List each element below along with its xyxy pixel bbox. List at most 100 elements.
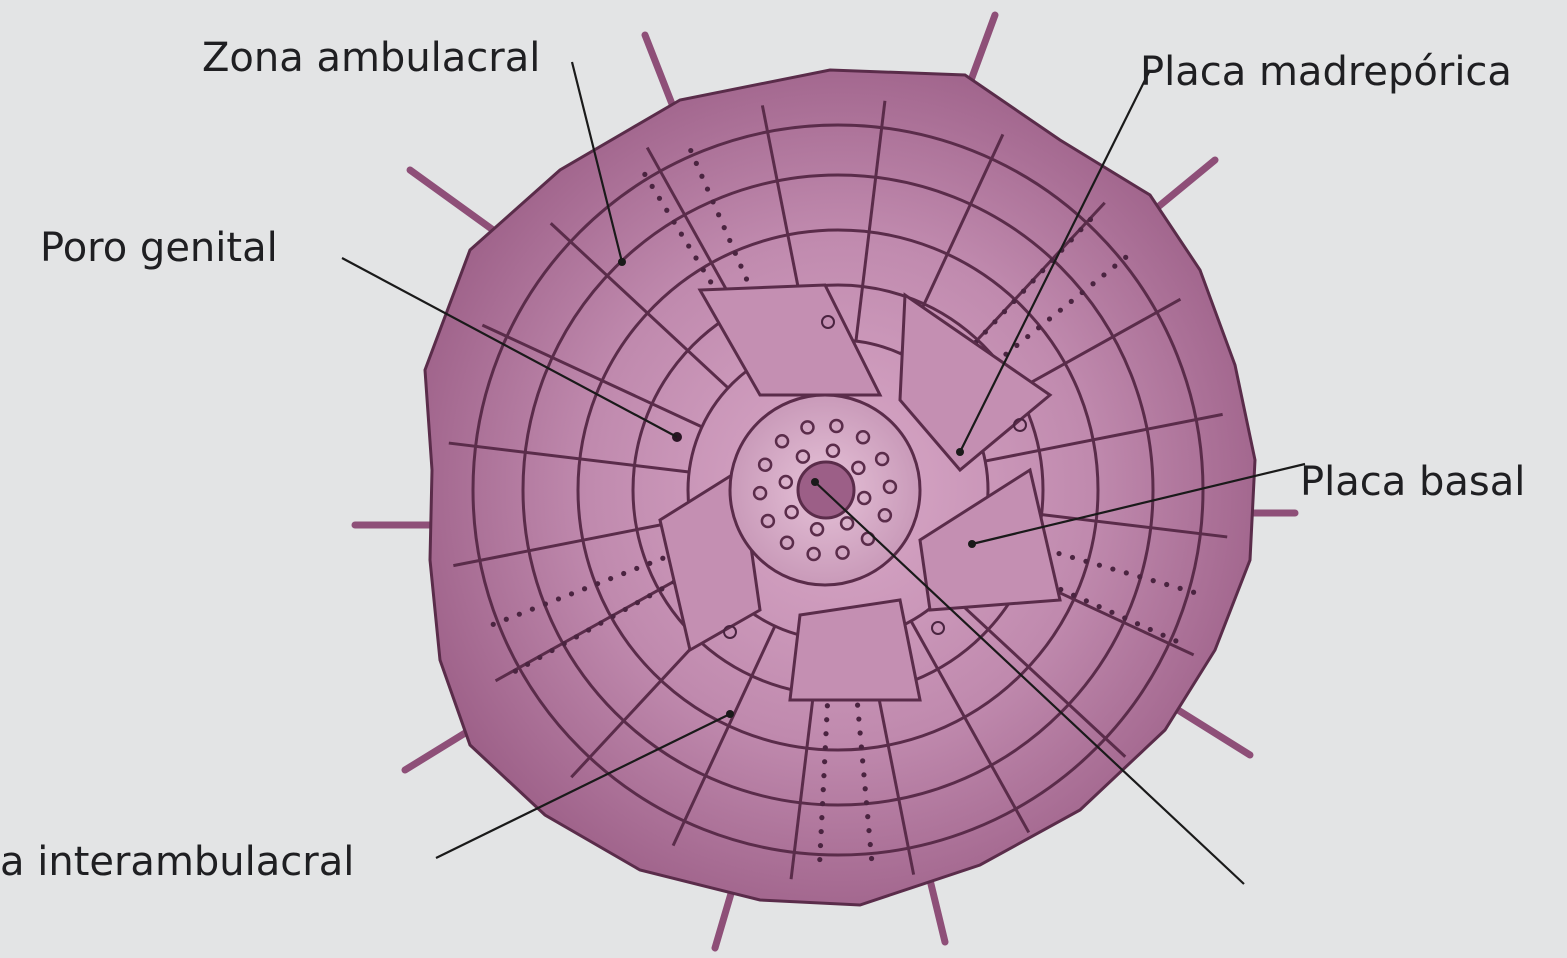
pore-dot — [1071, 593, 1076, 598]
pore-dot — [992, 319, 997, 324]
pore-dot — [744, 276, 749, 281]
pore-dot — [820, 801, 825, 806]
pore-dot — [1135, 621, 1140, 626]
pore-dot — [586, 627, 591, 632]
pore-dot — [1025, 334, 1030, 339]
pore-dot — [1069, 299, 1074, 304]
pore-dot — [1031, 278, 1036, 283]
pore-dot — [598, 621, 603, 626]
pore-dot — [1112, 264, 1117, 269]
pore-dot — [1191, 590, 1196, 595]
pore-dot — [821, 773, 826, 778]
spine-10 — [930, 880, 945, 942]
pore-dot — [817, 857, 822, 862]
pore-dot — [1083, 559, 1088, 564]
pore-dot — [823, 745, 828, 750]
pore-dot — [869, 856, 874, 861]
pore-dot — [1110, 566, 1115, 571]
pore-dot — [705, 186, 710, 191]
pore-dot — [868, 842, 873, 847]
pore-dot — [699, 174, 704, 179]
pore-dot — [647, 561, 652, 566]
pore-dot — [1137, 574, 1142, 579]
pore-dot — [716, 212, 721, 217]
pore-dot — [530, 606, 535, 611]
pore-dot — [1040, 268, 1045, 273]
label-zona-interambulacral: a interambulacral — [0, 842, 354, 882]
pore-dot — [634, 566, 639, 571]
pore-dot — [1101, 272, 1106, 277]
label-poro-genital: Poro genital — [40, 228, 278, 268]
pore-dot — [825, 703, 830, 708]
pore-dot — [549, 648, 554, 653]
pore-dot — [664, 208, 669, 213]
pore-dot — [1021, 289, 1026, 294]
pore-dot — [1080, 290, 1085, 295]
pore-dot — [864, 800, 869, 805]
pore-dot — [595, 581, 600, 586]
pore-dot — [1124, 570, 1129, 575]
pore-dot — [1058, 308, 1063, 313]
pore-dot — [635, 600, 640, 605]
pore-dot — [1160, 633, 1165, 638]
pore-dot — [647, 593, 652, 598]
pore-dot — [650, 184, 655, 189]
spine-8 — [1170, 705, 1250, 755]
label-zona-ambulacral: Zona ambulacral — [202, 38, 540, 78]
pore-dot — [671, 220, 676, 225]
pore-dot — [556, 596, 561, 601]
pore-dot — [1097, 604, 1102, 609]
pore-dot — [657, 196, 662, 201]
pore-dot — [823, 731, 828, 736]
pore-dot — [688, 148, 693, 153]
pore-dot — [562, 641, 567, 646]
pore-dot — [608, 576, 613, 581]
pore-dot — [1056, 551, 1061, 556]
pore-dot — [819, 829, 824, 834]
pore-dot — [855, 703, 860, 708]
pore-dot — [858, 730, 863, 735]
pore-dot — [1047, 316, 1052, 321]
pore-dot — [727, 238, 732, 243]
pore-dot — [863, 786, 868, 791]
pore-dot — [659, 586, 664, 591]
pore-dot — [710, 199, 715, 204]
pore-dot — [1070, 555, 1075, 560]
pore-dot — [866, 828, 871, 833]
pore-dot — [708, 279, 713, 284]
pore-dot — [738, 264, 743, 269]
pore-dot — [865, 814, 870, 819]
pore-dot — [822, 759, 827, 764]
pore-dot — [582, 586, 587, 591]
pore-dot — [1148, 627, 1153, 632]
pore-dot — [1173, 638, 1178, 643]
pore-dot — [821, 787, 826, 792]
pore-dot — [819, 815, 824, 820]
pore-dot — [525, 662, 530, 667]
pore-dot — [1122, 615, 1127, 620]
spine-7 — [405, 730, 470, 770]
pore-dot — [513, 669, 518, 674]
pore-dot — [686, 243, 691, 248]
pore-dot — [694, 161, 699, 166]
pore-dot — [1109, 610, 1114, 615]
label-placa-basal: Placa basal — [1300, 462, 1525, 502]
pore-dot — [569, 591, 574, 596]
pore-dot — [1036, 325, 1041, 330]
pore-dot — [623, 607, 628, 612]
pore-dot — [1097, 563, 1102, 568]
pore-dot — [1090, 281, 1095, 286]
pore-dot — [824, 717, 829, 722]
pore-dot — [610, 614, 615, 619]
pore-dot — [574, 634, 579, 639]
pore-dot — [537, 655, 542, 660]
pore-dot — [1178, 586, 1183, 591]
pore-dot — [642, 172, 647, 177]
pore-dot — [722, 225, 727, 230]
pore-dot — [1084, 598, 1089, 603]
pore-dot — [504, 617, 509, 622]
pore-dot — [860, 758, 865, 763]
spine-3 — [410, 170, 500, 235]
pore-dot — [701, 267, 706, 272]
pore-dot — [543, 601, 548, 606]
